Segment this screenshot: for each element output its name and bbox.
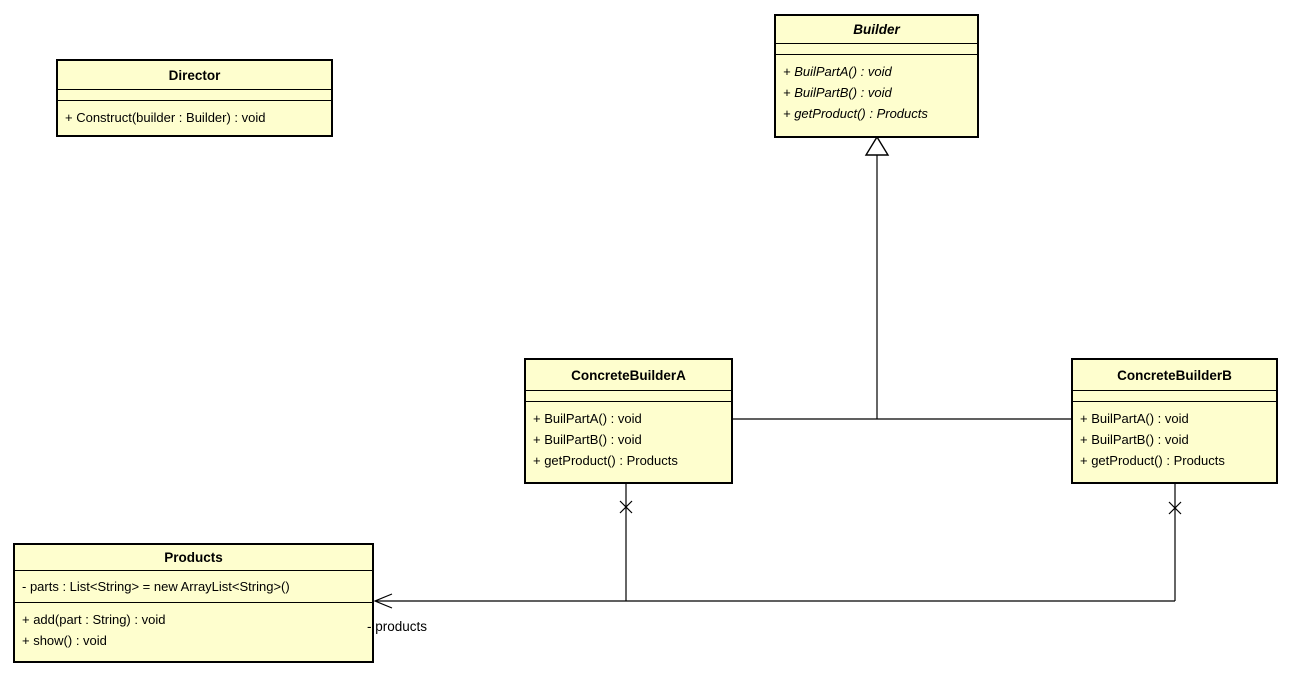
class-title: ConcreteBuilderB — [1117, 367, 1232, 383]
method-item: + BuilPartB() : void — [783, 85, 892, 100]
attributes-compartment — [776, 43, 977, 55]
attributes-compartment — [1073, 390, 1276, 402]
generalization-triangle-icon — [864, 135, 890, 156]
class-title: Builder — [853, 22, 900, 37]
class-title: ConcreteBuilderA — [571, 367, 686, 383]
method-item: + add(part : String) : void — [22, 612, 166, 627]
association-label-products: - products — [367, 619, 428, 634]
method-item: + getProduct() : Products — [1080, 453, 1225, 468]
x-adornment-icon — [1168, 501, 1182, 515]
attributes-compartment — [58, 89, 331, 101]
x-adornment-icon — [619, 500, 633, 514]
attributes-compartment — [526, 390, 731, 402]
method-item: + BuilPartB() : void — [1080, 432, 1189, 447]
method-item: + Construct(builder : Builder) : void — [65, 110, 266, 125]
method-item: + getProduct() : Products — [533, 453, 678, 468]
class-builder: Builder + BuilPartA() : void + BuilPartB… — [774, 14, 979, 138]
class-products: Products - parts : List<String> = new Ar… — [13, 543, 374, 663]
methods-compartment: + BuilPartA() : void + BuilPartB() : voi… — [1073, 402, 1276, 482]
class-concrete-builder-b: ConcreteBuilderB + BuilPartA() : void + … — [1071, 358, 1278, 484]
method-item: + getProduct() : Products — [783, 106, 928, 121]
class-title: Products — [164, 550, 223, 565]
attributes-compartment: - parts : List<String> = new ArrayList<S… — [15, 570, 372, 603]
class-director: Director + Construct(builder : Builder) … — [56, 59, 333, 137]
method-item: + show() : void — [22, 633, 107, 648]
methods-compartment: + Construct(builder : Builder) : void — [58, 101, 331, 135]
methods-compartment: + BuilPartA() : void + BuilPartB() : voi… — [776, 55, 977, 136]
method-item: + BuilPartA() : void — [783, 64, 892, 79]
methods-compartment: + add(part : String) : void + show() : v… — [15, 603, 372, 661]
class-title: Director — [168, 67, 221, 83]
method-item: + BuilPartA() : void — [533, 411, 642, 426]
open-arrowhead-icon — [373, 593, 393, 609]
methods-compartment: + BuilPartA() : void + BuilPartB() : voi… — [526, 402, 731, 482]
method-item: + BuilPartA() : void — [1080, 411, 1189, 426]
class-concrete-builder-a: ConcreteBuilderA + BuilPartA() : void + … — [524, 358, 733, 484]
attribute-item: - parts : List<String> = new ArrayList<S… — [22, 579, 290, 594]
method-item: + BuilPartB() : void — [533, 432, 642, 447]
